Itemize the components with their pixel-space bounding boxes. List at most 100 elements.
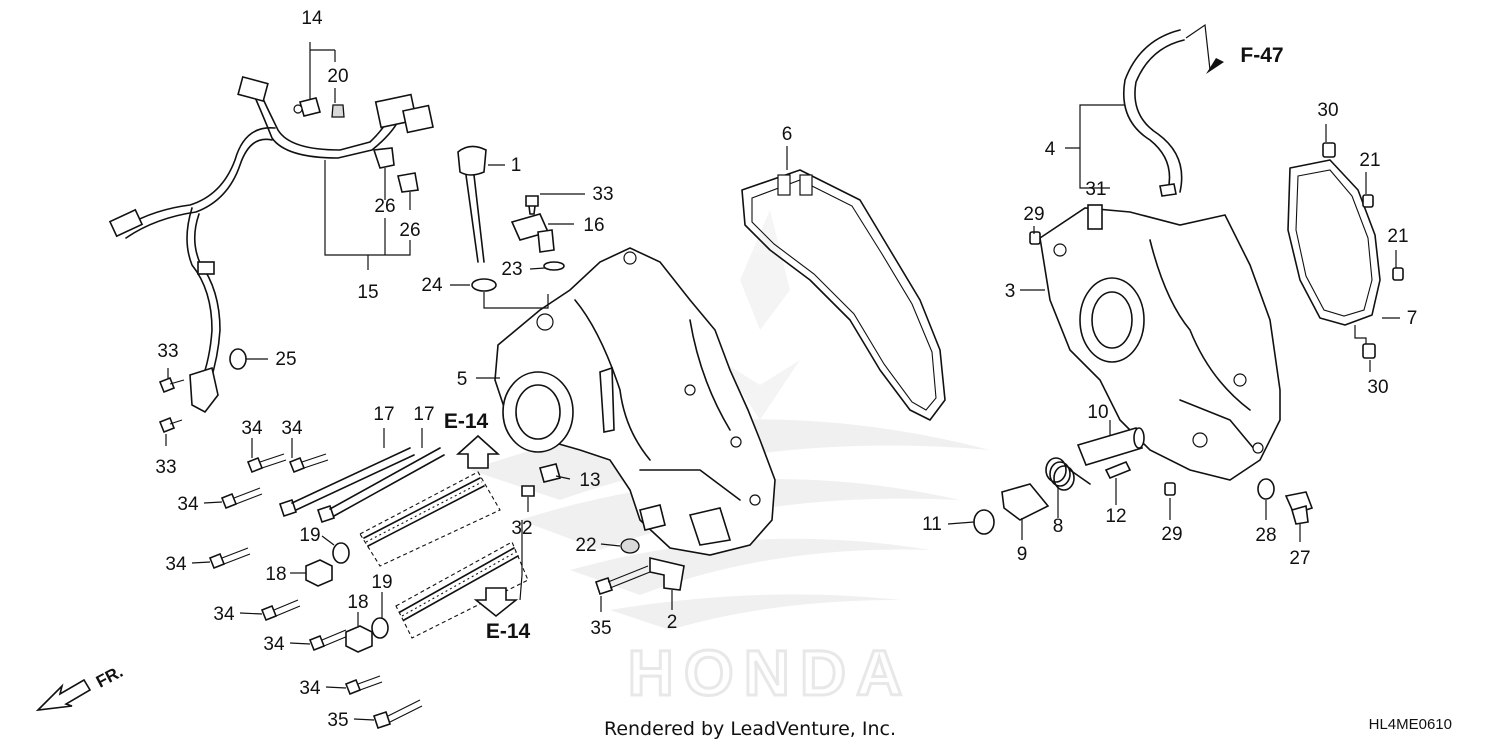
o-ring-part-25	[229, 348, 247, 370]
callout-10: 10	[1087, 402, 1108, 423]
bolt-part-34-g	[344, 675, 383, 696]
callout-19-b: 19	[371, 572, 392, 593]
bolt-part-34-d	[208, 547, 251, 570]
callout-34-a: 34	[241, 418, 263, 439]
washer-part-19-a	[332, 542, 350, 564]
callout-34-c: 34	[177, 494, 199, 515]
gasket-window-b	[799, 174, 813, 196]
gasket-part-7	[1287, 159, 1381, 326]
spring-part-8	[1045, 457, 1091, 491]
sensor-part-16	[510, 213, 555, 253]
case-cover-part-5	[494, 247, 776, 556]
seal-part-22	[620, 538, 640, 554]
front-indicator-label: FR.	[93, 662, 126, 692]
callout-24: 24	[421, 275, 443, 296]
callout-12: 12	[1105, 506, 1126, 527]
callout-31: 31	[1085, 179, 1106, 200]
callout-34-e: 34	[213, 604, 235, 625]
callout-13: 13	[579, 470, 600, 491]
callout-22: 22	[575, 535, 596, 556]
ref-e14-bottom[interactable]: E-14	[486, 620, 531, 643]
bolt-part-34-b	[288, 453, 329, 474]
clip-part-26b	[397, 172, 419, 193]
bolt-part-32	[521, 485, 535, 497]
callout-34-f: 34	[263, 634, 285, 655]
callout-29-top: 29	[1023, 204, 1044, 225]
watermark-honda-logo: HONDA	[470, 210, 990, 711]
watermark-honda-text: HONDA	[628, 637, 913, 709]
callout-34-d: 34	[165, 554, 187, 575]
callout-5: 5	[457, 369, 468, 390]
case-part-3	[1039, 204, 1281, 481]
bolt-part-33-left-b	[158, 416, 183, 434]
stud-part-lower	[399, 547, 519, 621]
watermark-wing	[470, 210, 990, 630]
callout-30-bottom: 30	[1367, 377, 1388, 398]
callout-26-a: 26	[374, 196, 395, 217]
callout-17-b: 17	[413, 404, 434, 425]
arm-part-9	[1001, 483, 1050, 521]
bolt-part-33-left-a	[158, 376, 185, 394]
callout-30-top: 30	[1317, 100, 1338, 121]
washer-part-19-b	[371, 617, 389, 639]
e14-down-arrow-icon	[473, 587, 519, 618]
bolt-part-34-c	[220, 487, 263, 510]
callout-29-bottom: 29	[1161, 524, 1182, 545]
callout-9: 9	[1017, 544, 1028, 565]
o-ring-part-23	[543, 261, 565, 271]
callout-7: 7	[1407, 308, 1418, 329]
wire-harness-part-15	[108, 75, 434, 414]
callout-28: 28	[1255, 525, 1276, 546]
callout-1: 1	[511, 155, 522, 176]
pin-part-12	[1104, 460, 1132, 480]
callout-3: 3	[1005, 281, 1016, 302]
dowel-part-29-top	[1029, 231, 1041, 245]
callout-21-top: 21	[1359, 150, 1380, 171]
callout-19-a: 19	[299, 525, 320, 546]
callout-23: 23	[501, 259, 522, 280]
callout-11: 11	[922, 514, 942, 535]
bolt-part-34-f	[308, 629, 349, 652]
gasket-part-6-inner	[751, 179, 937, 411]
bolt-part-35-right	[594, 565, 651, 596]
callout-14: 14	[301, 8, 323, 29]
dowel-part-30-top	[1322, 142, 1336, 158]
ref-e14-top[interactable]: E-14	[444, 410, 489, 433]
o-ring-part-24	[471, 278, 497, 292]
nut-part-18-a	[305, 559, 333, 587]
callout-17-a: 17	[373, 404, 394, 425]
callout-8: 8	[1053, 516, 1064, 537]
hose-part-4	[1123, 29, 1185, 193]
cap-part-20	[331, 104, 345, 118]
callout-18-a: 18	[265, 564, 286, 585]
washer-part-28	[1257, 478, 1275, 500]
clip-part-26a	[372, 147, 395, 169]
dowel-part-30-bottom	[1362, 343, 1376, 359]
diagram-id: HL4ME0610	[1368, 716, 1452, 733]
footer-credit: Rendered by LeadVenture, Inc.	[603, 718, 897, 740]
callout-20: 20	[327, 66, 348, 87]
callout-4: 4	[1045, 139, 1056, 160]
callout-34-b: 34	[281, 418, 303, 439]
bolt-part-33-top	[525, 195, 539, 215]
clip-part-31	[1159, 183, 1177, 197]
dowel-part-21-mid	[1392, 267, 1404, 281]
dowel-part-29-bottom	[1164, 482, 1176, 496]
drain-bolt-part-27	[1284, 491, 1314, 525]
callout-32: 32	[511, 518, 532, 539]
callout-16: 16	[583, 215, 604, 236]
gasket-part-7-inner	[1295, 169, 1373, 317]
callout-35-left: 35	[327, 710, 348, 731]
callout-18-b: 18	[347, 592, 368, 613]
callout-6: 6	[782, 124, 793, 145]
ref-f47[interactable]: F-47	[1240, 44, 1283, 67]
callout-33-left-a: 33	[157, 341, 178, 362]
callout-33-left-b: 33	[155, 457, 176, 478]
sensor-part-14	[293, 97, 321, 117]
callout-15: 15	[357, 282, 378, 303]
callout-25: 25	[275, 349, 296, 370]
bolt-part-34-e	[260, 599, 301, 622]
f47-arrow-icon	[1206, 58, 1224, 74]
e14-up-arrow-icon	[455, 434, 501, 469]
